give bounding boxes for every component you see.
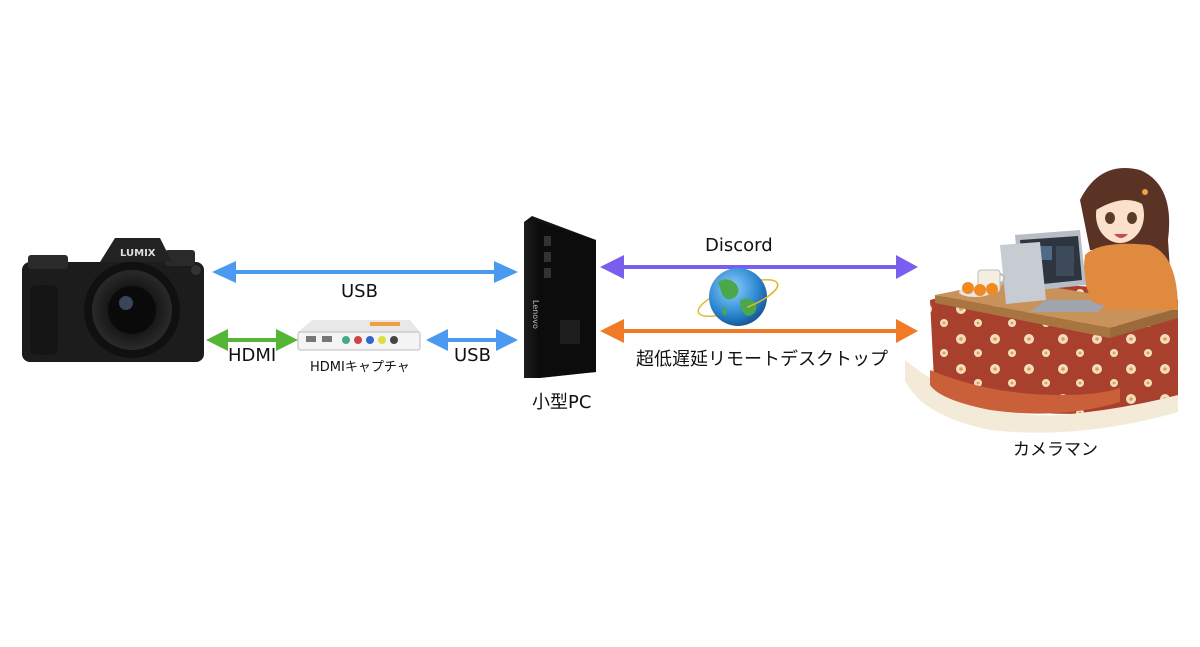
label-usb-capture-pc: USB (454, 345, 491, 366)
label-remote-desktop: 超低遅延リモートデスクトップ (636, 349, 888, 370)
label-discord: Discord (705, 235, 773, 256)
mini-pc-icon: Lenovo (524, 216, 596, 378)
arrow-camera-capture (206, 329, 298, 351)
arrow-remote-desktop (600, 319, 918, 343)
pc-brand: Lenovo (531, 300, 540, 329)
label-hdmi: HDMI (228, 345, 277, 366)
arrow-discord (600, 255, 918, 279)
camera-icon: LUMIX (22, 238, 204, 362)
capture-box-icon (297, 320, 421, 351)
label-hdmi-capture: HDMIキャプチャ (310, 360, 410, 375)
person-laptop-kotatsu-icon (905, 168, 1178, 433)
arrow-capture-pc (426, 329, 518, 351)
label-mini-pc: 小型PC (532, 392, 592, 413)
arrow-camera-pc (212, 261, 518, 283)
label-cameraman: カメラマン (1013, 440, 1098, 460)
label-usb-camera-pc: USB (341, 281, 378, 302)
camera-brand: LUMIX (120, 248, 156, 259)
globe-icon (697, 268, 779, 326)
